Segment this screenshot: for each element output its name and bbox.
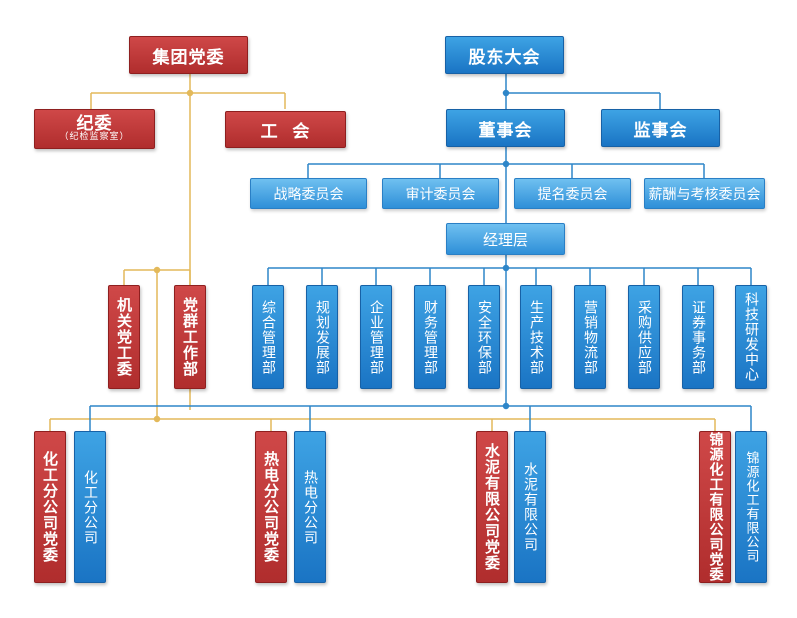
subsidiary-1-party-box: 热电分公司党委 <box>255 431 287 583</box>
subsidiary-1-company-label: 热电分公司 <box>302 469 318 545</box>
supervisory-board-box: 监事会 <box>601 109 720 147</box>
subsidiary-2-party-label: 水泥有限公司党委 <box>483 443 501 571</box>
shareholders-meeting-box: 股东大会 <box>445 36 564 74</box>
department-8-box: 证券事务部 <box>682 285 714 389</box>
subsidiary-3-company-label: 锦源化工有限公司 <box>743 451 759 563</box>
compensation-committee-box: 薪酬与考核委员会 <box>644 178 765 209</box>
shareholders-meeting-label: 股东大会 <box>468 47 541 68</box>
subsidiary-1-company-box: 热电分公司 <box>294 431 326 583</box>
nomination-committee-label: 提名委员会 <box>537 186 608 203</box>
subsidiary-0-company-box: 化工分公司 <box>74 431 106 583</box>
management-label: 经理层 <box>482 230 528 249</box>
party-committee-label: 集团党委 <box>152 47 225 68</box>
department-3-box: 财务管理部 <box>414 285 446 389</box>
organ-party-committee-box: 机关党工委 <box>108 285 140 389</box>
department-5-box: 生产技术部 <box>520 285 552 389</box>
department-8-label: 证券事务部 <box>690 299 706 375</box>
union-box: 工 会 <box>225 111 346 148</box>
corporate-connector-lines <box>89 74 752 431</box>
supervisory-board-label: 监事会 <box>633 120 688 141</box>
subsidiary-3-party-label: 锦源化工有限公司党委 <box>707 432 724 582</box>
department-7-label: 采购供应部 <box>636 299 652 375</box>
department-9-box: 科技研发中心 <box>735 285 767 389</box>
subsidiary-3-party-box: 锦源化工有限公司党委 <box>699 431 731 583</box>
department-5-label: 生产技术部 <box>528 299 544 375</box>
subsidiary-0-party-label: 化工分公司党委 <box>41 451 59 563</box>
subsidiary-0-company-label: 化工分公司 <box>82 469 98 545</box>
mass-work-department-box: 党群工作部 <box>174 285 206 389</box>
strategy-committee-label: 战略委员会 <box>273 186 344 203</box>
audit-committee-box: 审计委员会 <box>382 178 499 209</box>
compensation-committee-label: 薪酬与考核委员会 <box>648 186 761 203</box>
subsidiary-0-party-box: 化工分公司党委 <box>34 431 66 583</box>
management-box: 经理层 <box>446 223 565 255</box>
discipline-committee-box: 纪委 （纪检监察室） <box>34 109 155 149</box>
department-3-label: 财务管理部 <box>422 299 438 375</box>
department-7-box: 采购供应部 <box>628 285 660 389</box>
department-1-box: 规划发展部 <box>306 285 338 389</box>
department-9-label: 科技研发中心 <box>743 292 759 382</box>
department-2-label: 企业管理部 <box>368 299 384 375</box>
strategy-committee-box: 战略委员会 <box>250 178 367 209</box>
subsidiary-2-party-box: 水泥有限公司党委 <box>476 431 508 583</box>
department-1-label: 规划发展部 <box>314 299 330 375</box>
subsidiary-1-party-label: 热电分公司党委 <box>262 451 280 563</box>
department-6-box: 营销物流部 <box>574 285 606 389</box>
department-6-label: 营销物流部 <box>582 299 598 375</box>
department-0-box: 综合管理部 <box>252 285 284 389</box>
organ-party-committee-label: 机关党工委 <box>115 297 133 377</box>
department-4-label: 安全环保部 <box>476 299 492 375</box>
mass-work-department-label: 党群工作部 <box>181 297 199 377</box>
subsidiary-2-company-box: 水泥有限公司 <box>514 431 546 583</box>
subsidiary-2-company-label: 水泥有限公司 <box>522 462 538 552</box>
audit-committee-label: 审计委员会 <box>405 186 476 203</box>
party-committee-box: 集团党委 <box>129 36 248 74</box>
board-of-directors-label: 董事会 <box>478 120 533 141</box>
department-4-box: 安全环保部 <box>468 285 500 389</box>
department-0-label: 综合管理部 <box>260 299 276 375</box>
nomination-committee-box: 提名委员会 <box>514 178 631 209</box>
department-2-box: 企业管理部 <box>360 285 392 389</box>
discipline-office-label: （纪检监察室） <box>59 132 130 143</box>
board-of-directors-box: 董事会 <box>446 109 565 147</box>
subsidiary-3-company-box: 锦源化工有限公司 <box>735 431 767 583</box>
union-label: 工 会 <box>260 122 311 142</box>
discipline-committee-label: 纪委 <box>76 113 113 134</box>
